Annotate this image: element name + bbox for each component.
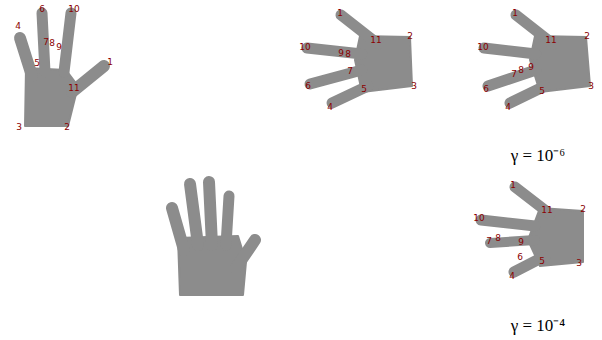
landmark-number: 11 [545, 36, 556, 45]
landmark-number: 6 [39, 5, 45, 14]
landmark-number: 2 [584, 32, 590, 41]
hand-shape [20, 13, 104, 126]
landmark-number: 9 [518, 238, 524, 247]
landmark-number: 8 [49, 39, 55, 48]
landmark-number: 11 [370, 36, 381, 45]
landmark-number: 10 [299, 43, 310, 52]
landmark-number: 1 [337, 9, 343, 18]
landmark-number: 3 [576, 259, 582, 268]
hand-shape [484, 15, 590, 103]
landmark-number: 8 [518, 66, 524, 75]
landmark-number: 8 [495, 234, 501, 243]
landmark-number: 10 [68, 5, 79, 14]
hand-shape [307, 15, 412, 103]
landmark-number: 4 [509, 272, 515, 281]
landmark-number: 8 [345, 50, 351, 59]
landmark-number: 2 [407, 32, 413, 41]
hand-shape [172, 182, 255, 295]
landmark-number: 3 [588, 82, 594, 91]
landmark-number: 4 [327, 103, 333, 112]
landmark-number: 4 [505, 103, 511, 112]
landmark-number: 6 [483, 85, 489, 94]
landmark-number: 7 [347, 67, 353, 76]
landmark-number: 7 [486, 237, 492, 246]
landmark-number: 2 [64, 123, 70, 132]
landmark-number: 3 [16, 123, 22, 132]
landmark-number: 2 [580, 205, 586, 214]
landmark-number: 5 [34, 59, 40, 68]
landmark-number: 11 [541, 206, 552, 215]
landmark-number: 7 [511, 70, 517, 79]
landmark-number: 5 [539, 257, 545, 266]
landmark-number: 4 [15, 22, 21, 31]
landmark-number: 10 [477, 43, 488, 52]
landmark-number: 1 [510, 181, 516, 190]
landmark-number: 9 [56, 43, 62, 52]
landmark-number: 6 [517, 253, 523, 262]
landmark-number: 1 [512, 9, 518, 18]
parameter-label: γ = 10⁻⁴ [511, 317, 566, 334]
landmark-number: 7 [43, 38, 49, 47]
landmark-number: 9 [528, 63, 534, 72]
hand-shape [481, 187, 583, 272]
landmark-number: 6 [305, 82, 311, 91]
landmark-number: 10 [473, 214, 484, 223]
landmark-number: 3 [411, 82, 417, 91]
landmark-number: 5 [539, 87, 545, 96]
landmark-number: 1 [107, 58, 113, 67]
landmark-number: 9 [338, 49, 344, 58]
landmark-number: 5 [361, 85, 367, 94]
parameter-label: γ = 10⁻⁶ [511, 147, 566, 164]
landmark-number: 11 [68, 84, 79, 93]
